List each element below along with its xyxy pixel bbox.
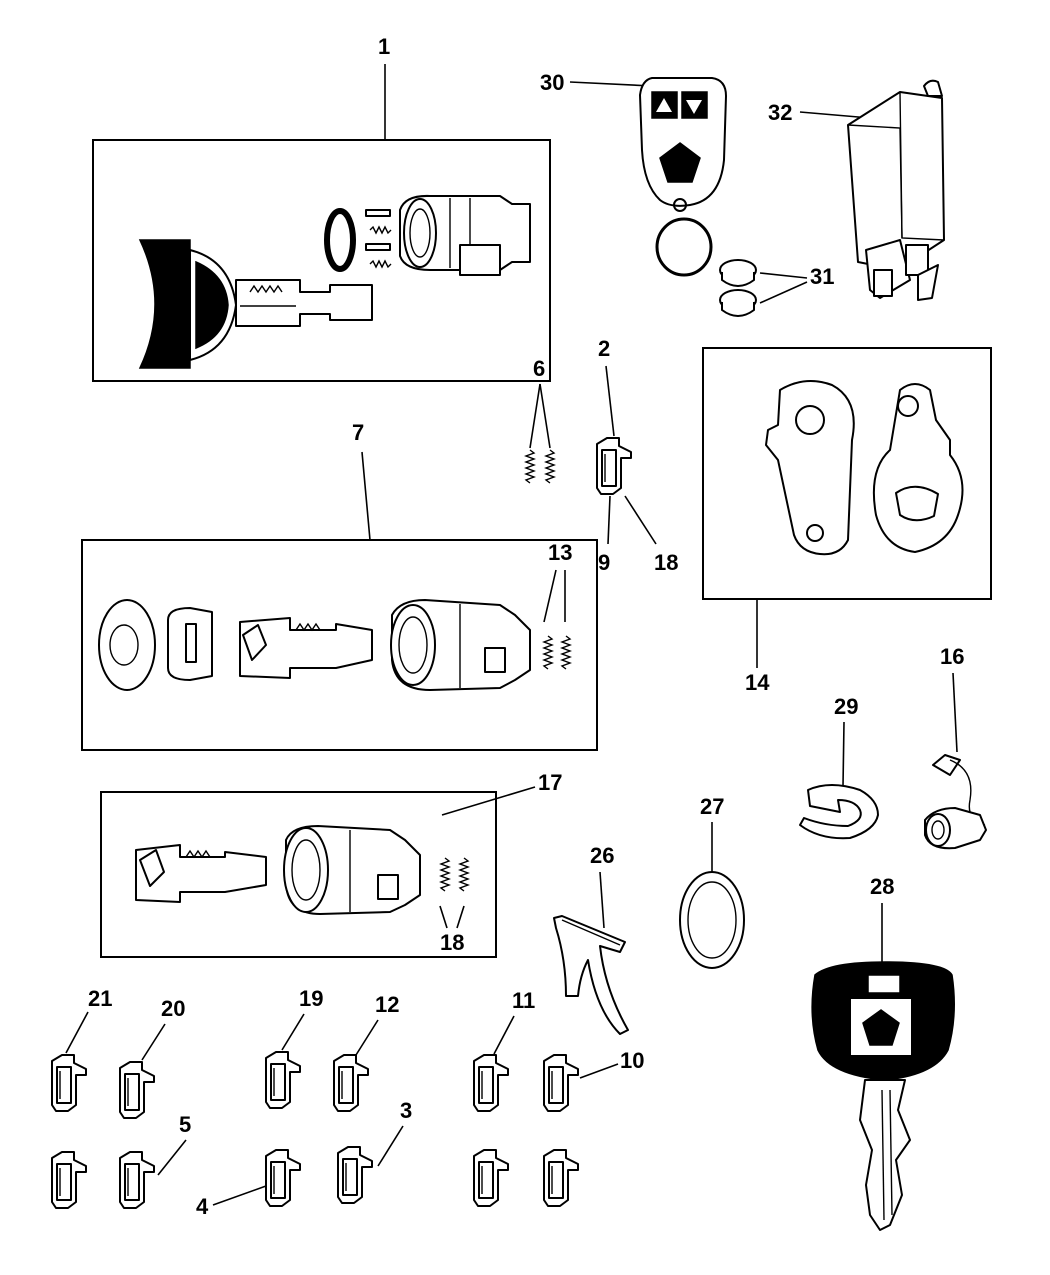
- callout-19: 19: [299, 986, 323, 1011]
- door-lock-box: [81, 539, 598, 751]
- control-module: [847, 79, 945, 301]
- callout-10: 10: [620, 1048, 644, 1073]
- callout-6: 6: [533, 356, 545, 381]
- callout-4: 4: [196, 1194, 209, 1219]
- lock-lever-left: [765, 380, 855, 556]
- callout-26: 26: [590, 843, 614, 868]
- callout-12: 12: [375, 992, 399, 1017]
- liftgate-cylinder: [135, 844, 267, 903]
- callout-29: 29: [834, 694, 858, 719]
- callout-17: 17: [538, 770, 562, 795]
- wafer-21: [51, 1054, 87, 1112]
- wafer-3: [337, 1146, 373, 1204]
- callout-30: 30: [540, 70, 564, 95]
- callout-20: 20: [161, 996, 185, 1021]
- liftgate-lock-group: [100, 791, 497, 958]
- remote-key-fob: [639, 77, 727, 277]
- door-lock-cylinder: [239, 617, 373, 679]
- callout-5: 5: [179, 1112, 191, 1137]
- callout-18-bottom: 18: [440, 930, 464, 955]
- liftgate-lock-box: [100, 791, 497, 958]
- callout-3: 3: [400, 1098, 412, 1123]
- wafer-5: [119, 1151, 155, 1209]
- callout-28: 28: [870, 874, 894, 899]
- wafer-10: [543, 1054, 579, 1112]
- callout-13: 13: [548, 540, 572, 565]
- o-ring: [324, 208, 356, 272]
- retaining-clip: [553, 915, 629, 1035]
- callout-27: 27: [700, 794, 724, 819]
- wafer-21b: [51, 1151, 87, 1209]
- gas-cap-lock: [924, 754, 987, 850]
- callout-7: 7: [352, 420, 364, 445]
- callout-11: 11: [512, 988, 535, 1013]
- ignition-key: [811, 961, 955, 1231]
- callout-2: 2: [598, 336, 610, 361]
- callout-14: 14: [745, 670, 770, 695]
- ignition-cylinder-group: [92, 139, 551, 382]
- wafer-20: [119, 1061, 155, 1119]
- lock-lever-right: [872, 383, 964, 553]
- callout-31: 31: [810, 264, 834, 289]
- lock-bezel: [98, 599, 156, 691]
- callout-9: 9: [598, 550, 610, 575]
- lock-lever-box: [702, 347, 992, 600]
- springs-6: [525, 449, 555, 484]
- callout-21: 21: [88, 986, 112, 1011]
- callout-1: 1: [378, 34, 390, 59]
- ignition-cylinder-box: [92, 139, 551, 382]
- callout-18-top: 18: [654, 550, 678, 575]
- retainer-clip: [799, 784, 879, 840]
- wafer-11: [473, 1054, 509, 1112]
- wafer-12: [333, 1054, 369, 1112]
- lock-lever-group: [702, 347, 992, 600]
- tumbler-wafers: [51, 1051, 579, 1209]
- ignition-cylinder-barrel: [235, 279, 373, 327]
- door-lock-group: [81, 539, 598, 751]
- ignition-key-head: [138, 239, 191, 369]
- snap-ring: [679, 871, 745, 969]
- wafer-10b: [543, 1149, 579, 1207]
- callout-16: 16: [940, 644, 964, 669]
- plugs: [719, 259, 757, 317]
- wafer-19: [265, 1051, 301, 1109]
- callout-32: 32: [768, 100, 792, 125]
- wafer-11b: [473, 1149, 509, 1207]
- wafer-4: [265, 1149, 301, 1207]
- tumbler-wafer-2: [596, 437, 632, 495]
